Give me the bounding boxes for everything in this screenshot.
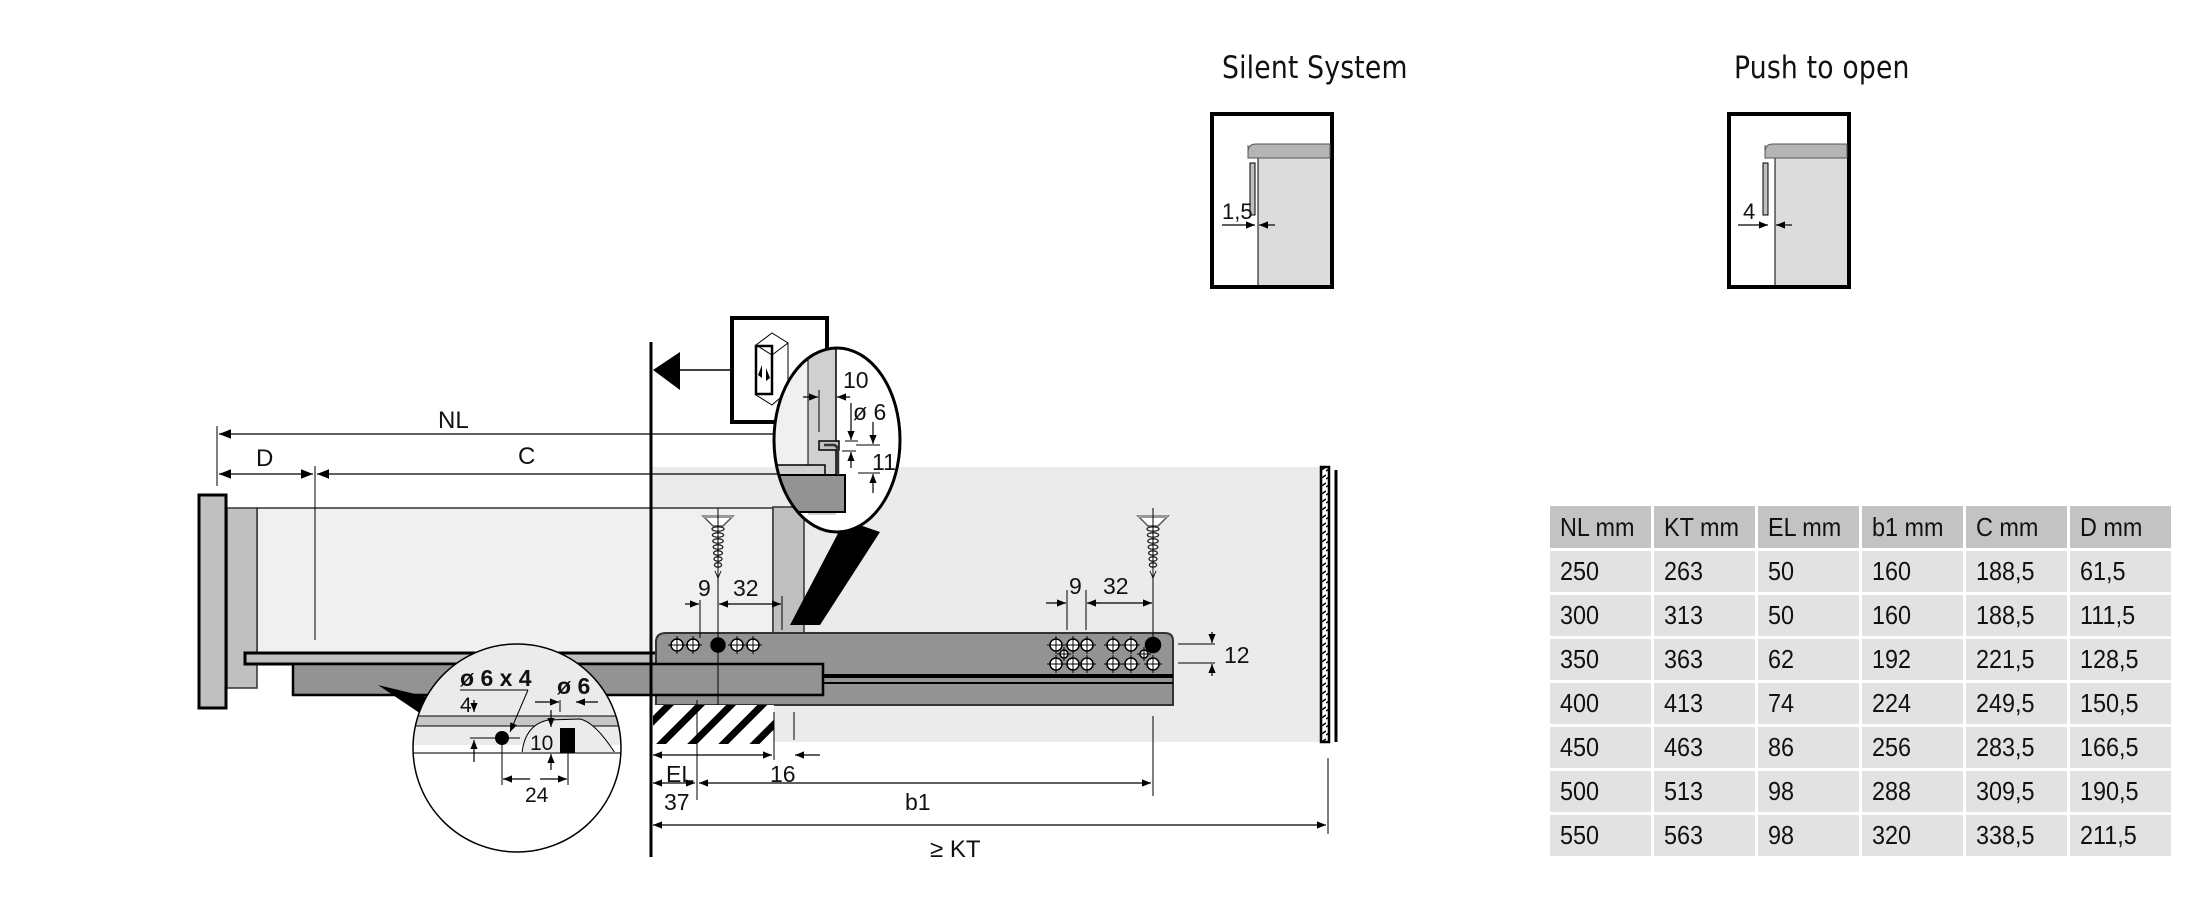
nl-label: NL bbox=[438, 407, 469, 434]
table-cell: 320 bbox=[1859, 812, 1966, 859]
table-cell: 300 bbox=[1547, 592, 1654, 639]
direction-arrow-icon bbox=[653, 352, 680, 390]
kt-label: ≥ KT bbox=[930, 836, 981, 863]
table-cell: 62 bbox=[1755, 636, 1862, 683]
detail-bottom-pin-label: ø 6 bbox=[557, 673, 590, 699]
drawer-front-panel bbox=[197, 493, 228, 710]
runner-holes-rear bbox=[1047, 636, 1162, 673]
detail-top-width-label: 10 bbox=[843, 367, 869, 393]
dimension-nl: NL bbox=[216, 407, 809, 500]
table-cell: 338,5 bbox=[1963, 812, 2070, 859]
table-cell: 190,5 bbox=[2067, 768, 2174, 815]
dimension-screw-front: 9 32 bbox=[685, 510, 783, 705]
b1-label: b1 bbox=[905, 789, 931, 815]
table-cell: 363 bbox=[1651, 636, 1758, 683]
table-cell: 249,5 bbox=[1963, 680, 2070, 727]
table-cell: 211,5 bbox=[2067, 812, 2174, 859]
dimension-d-c: D C bbox=[219, 443, 806, 640]
table-header-cell: D mm bbox=[2067, 503, 2174, 551]
detail-bottom-height-label: 10 bbox=[530, 732, 553, 755]
screw-front-spacing: 32 bbox=[733, 575, 759, 601]
table-cell: 350 bbox=[1547, 636, 1654, 683]
d-label: D bbox=[256, 445, 273, 472]
table-header-cell: C mm bbox=[1963, 503, 2070, 551]
table-cell: 160 bbox=[1859, 548, 1966, 595]
table-cell: 150,5 bbox=[2067, 680, 2174, 727]
table-header-cell: b1 mm bbox=[1859, 503, 1966, 551]
runner-height-label: 12 bbox=[1224, 642, 1250, 668]
detail-ellipse-top: 10 ø 6 11 bbox=[772, 346, 902, 625]
push-to-open-detail: 4 bbox=[1727, 112, 1851, 289]
table-cell: 188,5 bbox=[1963, 592, 2070, 639]
runner-holes-front bbox=[668, 636, 762, 654]
dimension-screw-rear: 9 32 bbox=[1046, 510, 1154, 640]
table-cell: 50 bbox=[1755, 592, 1862, 639]
table-cell: 188,5 bbox=[1963, 548, 2070, 595]
table-cell: 61,5 bbox=[2067, 548, 2174, 595]
table-cell: 128,5 bbox=[2067, 636, 2174, 683]
screw-rear-offset: 9 bbox=[1069, 573, 1082, 599]
table-cell: 221,5 bbox=[1963, 636, 2070, 683]
table-cell: 166,5 bbox=[2067, 724, 2174, 771]
table-cell: 550 bbox=[1547, 812, 1654, 859]
table-cell: 563 bbox=[1651, 812, 1758, 859]
table-cell: 98 bbox=[1755, 812, 1862, 859]
dimension-kt: ≥ KT bbox=[653, 758, 1329, 863]
table-cell: 111,5 bbox=[2067, 592, 2174, 639]
screw-front-offset: 9 bbox=[698, 575, 711, 601]
front-offset-label: 37 bbox=[664, 789, 690, 815]
table-cell: 224 bbox=[1859, 680, 1966, 727]
table-cell: 283,5 bbox=[1963, 724, 2070, 771]
table-header-row: NL mm KT mm EL mm b1 mm C mm D mm bbox=[1547, 503, 2174, 551]
table-cell: 256 bbox=[1859, 724, 1966, 771]
table-header-cell: NL mm bbox=[1547, 503, 1654, 551]
screw-rear-spacing: 32 bbox=[1103, 573, 1129, 599]
silent-system-detail: 1,5 bbox=[1210, 112, 1334, 289]
push-to-open-gap-label: 4 bbox=[1743, 199, 1755, 224]
table-header-cell: KT mm bbox=[1651, 503, 1758, 551]
table-header-cell: EL mm bbox=[1755, 503, 1862, 551]
table-cell: 250 bbox=[1547, 548, 1654, 595]
table-cell: 463 bbox=[1651, 724, 1758, 771]
drawer-side-inner bbox=[256, 507, 774, 654]
table-cell: 288 bbox=[1859, 768, 1966, 815]
table-cell: 86 bbox=[1755, 724, 1862, 771]
detail-bottom-spacing-label: 24 bbox=[525, 784, 549, 807]
table-cell: 192 bbox=[1859, 636, 1966, 683]
detail-top-hole-label: ø 6 bbox=[853, 399, 886, 425]
silent-system-title: Silent System bbox=[1222, 50, 1408, 86]
table-cell: 413 bbox=[1651, 680, 1758, 727]
dimension-b1: 37 b1 bbox=[653, 700, 1154, 815]
silent-system-gap-label: 1,5 bbox=[1222, 199, 1253, 224]
dimension-runner-height: 12 bbox=[1178, 632, 1250, 676]
c-label: C bbox=[518, 443, 535, 470]
push-to-open-title: Push to open bbox=[1734, 50, 1910, 86]
table-cell: 50 bbox=[1755, 548, 1862, 595]
detail-bottom-depth-label: 4 bbox=[460, 694, 472, 717]
table-cell: 450 bbox=[1547, 724, 1654, 771]
table-cell: 309,5 bbox=[1963, 768, 2070, 815]
table-cell: 500 bbox=[1547, 768, 1654, 815]
table-cell: 400 bbox=[1547, 680, 1654, 727]
table-cell: 313 bbox=[1651, 592, 1758, 639]
table-cell: 263 bbox=[1651, 548, 1758, 595]
detail-bottom-hole-label: ø 6 x 4 bbox=[460, 665, 532, 691]
table-cell: 74 bbox=[1755, 680, 1862, 727]
detail-top-height-label: 11 bbox=[872, 449, 896, 475]
back-wall bbox=[1319, 465, 1338, 744]
table-cell: 513 bbox=[1651, 768, 1758, 815]
table-cell: 98 bbox=[1755, 768, 1862, 815]
table-cell: 160 bbox=[1859, 592, 1966, 639]
